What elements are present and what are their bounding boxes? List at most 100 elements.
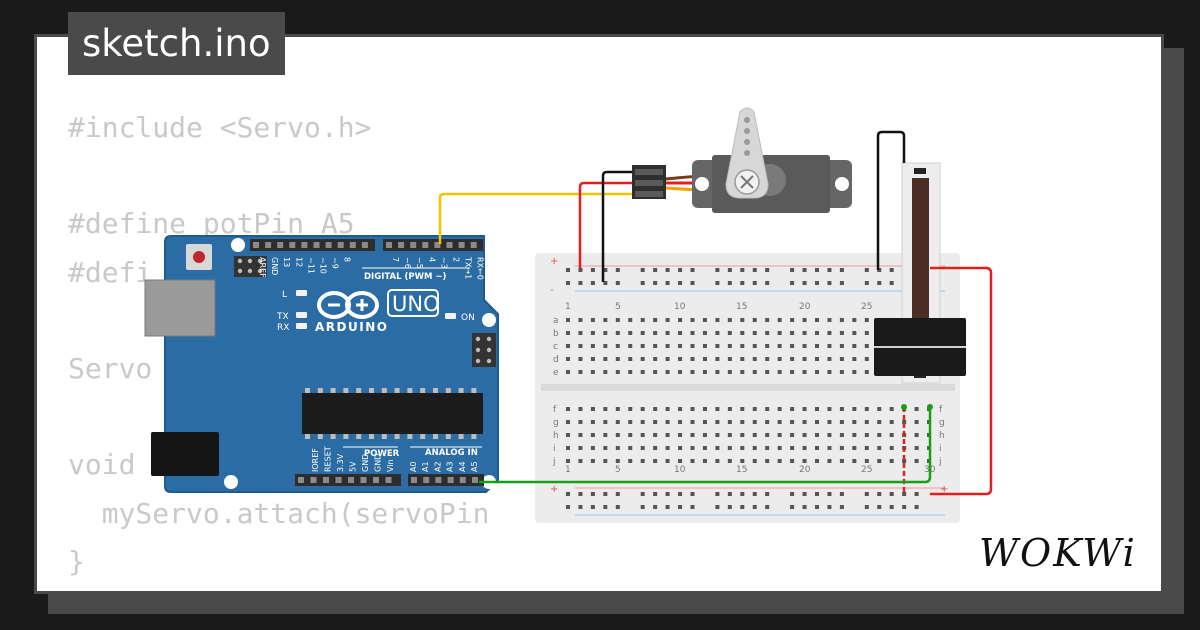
rail-hole	[653, 492, 658, 496]
chip-pin	[317, 434, 323, 439]
breadboard-hole	[839, 446, 844, 450]
header-pin[interactable]	[301, 242, 308, 248]
header-pin[interactable]	[265, 242, 272, 248]
row-letter-j: j	[552, 457, 556, 467]
breadboard-hole	[827, 446, 832, 450]
breadboard-hole	[690, 446, 695, 450]
header-pin[interactable]	[470, 242, 477, 248]
breadboard-hole	[914, 446, 919, 450]
header-pin[interactable]	[458, 242, 465, 248]
row-letter-f-right: f	[939, 405, 943, 415]
header-pin[interactable]	[289, 242, 296, 248]
breadboard-hole	[566, 357, 570, 361]
column-number-20-bottom: 20	[799, 465, 811, 475]
breadboard-hole	[752, 370, 757, 374]
header-pin[interactable]	[385, 477, 392, 483]
header-pin[interactable]	[298, 477, 304, 483]
breadboard-hole	[790, 446, 795, 450]
breadboard-hole	[889, 459, 894, 463]
breadboard-hole	[852, 446, 857, 450]
breadboard-hole	[702, 357, 707, 361]
breadboard-hole	[790, 370, 795, 374]
rail-hole	[864, 492, 869, 496]
header-pin[interactable]	[335, 477, 342, 483]
rail-hole	[578, 505, 583, 509]
rail-hole	[653, 268, 658, 272]
header-pin[interactable]	[434, 242, 441, 248]
header-pin[interactable]	[422, 242, 429, 248]
breadboard-hole	[914, 407, 919, 411]
rail-hole	[653, 505, 658, 509]
breadboard-hole	[852, 407, 857, 411]
code-line-9: myServo.attach(servoPin	[68, 496, 490, 530]
digital-header-right	[383, 239, 483, 251]
rail-hole	[802, 505, 807, 509]
column-number-10: 10	[674, 302, 686, 312]
slide-potentiometer[interactable]	[874, 162, 966, 384]
rail-hole	[765, 268, 770, 272]
breadboard-hole	[727, 331, 732, 335]
chip-pin	[369, 388, 374, 393]
reset-button-cap[interactable]	[193, 251, 205, 263]
rail-hole	[790, 505, 795, 509]
breadboard-hole	[640, 331, 645, 335]
row-letter-a: a	[553, 316, 559, 326]
rail-hole	[715, 492, 720, 496]
header-pin[interactable]	[337, 242, 344, 248]
header-pin[interactable]	[446, 242, 453, 248]
breadboard-hole	[615, 446, 620, 450]
rail-hole	[640, 281, 645, 285]
breadboard-hole	[653, 357, 658, 361]
header-pin[interactable]	[410, 242, 417, 248]
header-pin[interactable]	[277, 242, 284, 248]
breadboard-hole	[827, 420, 832, 424]
rail-hole	[889, 281, 894, 285]
header-pin[interactable]	[423, 477, 430, 483]
header-pin[interactable]	[310, 477, 317, 483]
header-pin[interactable]	[447, 477, 454, 483]
code-line-3: #define potPin A5	[68, 207, 355, 241]
wire-pot-ground	[876, 130, 906, 270]
breadboard-hole	[827, 407, 832, 411]
header-pin[interactable]	[435, 477, 442, 483]
header-pin[interactable]	[349, 242, 356, 248]
breadboard-hole	[889, 420, 894, 424]
breadboard-hole	[615, 420, 620, 424]
breadboard-hole	[640, 407, 645, 411]
breadboard-hole	[790, 344, 795, 348]
icsp-header-right	[472, 333, 496, 367]
breadboard-hole	[640, 459, 645, 463]
header-pin[interactable]	[459, 477, 466, 483]
breadboard-hole	[653, 446, 658, 450]
header-pin[interactable]	[398, 242, 405, 248]
pot-track	[912, 178, 929, 338]
breadboard-hole	[815, 407, 819, 411]
breadboard-hole	[665, 459, 670, 463]
row-letter-i: i	[553, 444, 556, 454]
rail-hole	[566, 281, 570, 285]
rail-hole	[740, 505, 745, 509]
header-pin[interactable]	[348, 477, 354, 483]
header-pin[interactable]	[313, 242, 320, 248]
header-pin[interactable]	[411, 477, 417, 483]
rail-hole	[765, 492, 770, 496]
header-pin[interactable]	[360, 477, 367, 483]
header-pin[interactable]	[472, 477, 478, 483]
header-pin[interactable]	[373, 477, 379, 483]
breadboard-hole	[678, 370, 683, 374]
servo-motor[interactable]	[632, 107, 852, 213]
header-pin[interactable]	[323, 477, 329, 483]
servo-connector-pin	[635, 169, 663, 175]
header-pin[interactable]	[253, 242, 259, 248]
header-pin[interactable]	[325, 242, 332, 248]
breadboard-hole	[752, 357, 757, 361]
file-tab[interactable]: sketch.ino	[68, 12, 285, 75]
rail-hole	[615, 492, 620, 496]
breadboard-hole	[802, 459, 807, 463]
rail-hole	[827, 492, 832, 496]
breadboard-hole	[864, 420, 869, 424]
header-pin[interactable]	[361, 242, 368, 248]
header-pin[interactable]	[386, 242, 392, 248]
